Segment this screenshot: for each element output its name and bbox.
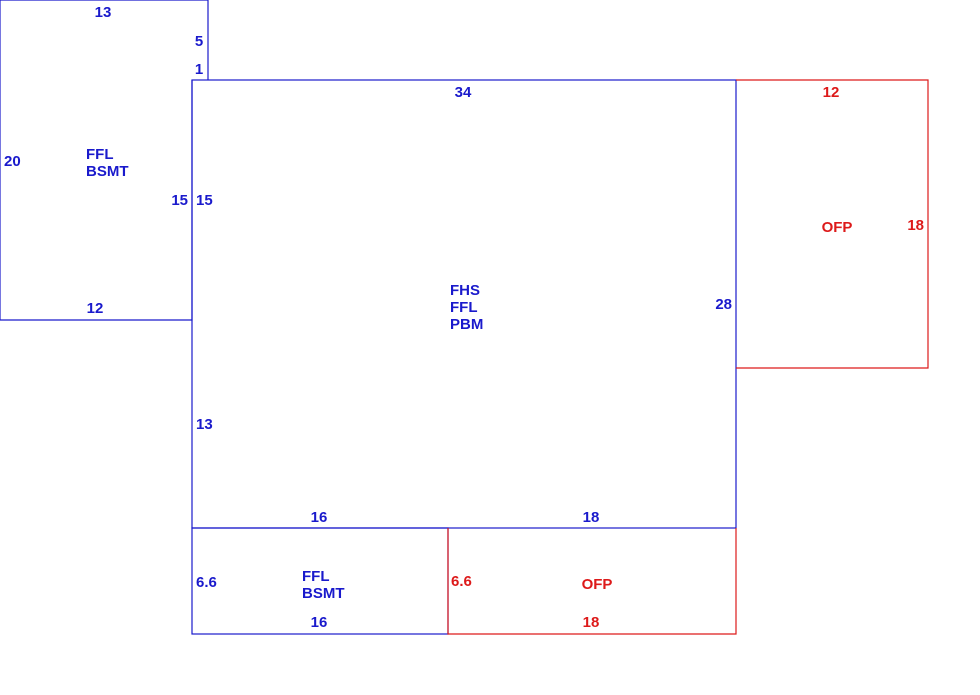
main-area-label: FHS FFL PBM xyxy=(450,282,484,333)
bottom-left-label-line-1: FFL xyxy=(302,568,329,585)
bottom-left-dim-left: 6.6 xyxy=(196,574,217,591)
left-wing-label-line-2: BSMT xyxy=(86,163,129,180)
right-porch-dim-right: 18 xyxy=(907,217,924,234)
left-wing-dim-left: 20 xyxy=(4,153,21,170)
main-area-outline xyxy=(191,79,737,529)
main-dim-right: 28 xyxy=(715,296,732,313)
bottom-porch-outline xyxy=(447,528,737,635)
main-dim-bottom-left: 16 xyxy=(311,509,328,526)
left-wing-dim-right: 15 xyxy=(171,192,188,209)
left-wing-dim-bottom: 12 xyxy=(87,300,104,317)
left-wing-dim-notch-upper: 5 xyxy=(195,33,203,50)
bottom-porch-dim-bottom: 18 xyxy=(583,614,600,631)
main-label-line-1: FHS xyxy=(450,282,480,299)
main-dim-left-lower: 13 xyxy=(196,416,213,433)
bottom-porch-dim-left: 6.6 xyxy=(451,573,472,590)
main-label-line-3: PBM xyxy=(450,316,483,333)
left-wing-dim-top: 13 xyxy=(95,4,112,21)
bottom-left-label-line-2: BSMT xyxy=(302,585,345,602)
right-porch-area-label: OFP xyxy=(822,219,853,236)
main-dim-top: 34 xyxy=(455,84,472,101)
main-label-line-2: FFL xyxy=(450,299,477,316)
bottom-porch-area-label: OFP xyxy=(582,576,613,593)
left-wing-dim-notch-lower: 1 xyxy=(195,61,203,78)
left-wing-area-label: FFL BSMT xyxy=(86,146,129,180)
main-dim-left-upper: 15 xyxy=(196,192,213,209)
main-dim-bottom-right: 18 xyxy=(583,509,600,526)
bottom-left-area-label: FFL BSMT xyxy=(302,568,345,602)
right-porch-dim-top: 12 xyxy=(823,84,840,101)
bottom-left-dim-bottom: 16 xyxy=(311,614,328,631)
left-wing-label-line-1: FFL xyxy=(86,146,113,163)
right-porch-outline xyxy=(736,79,929,369)
